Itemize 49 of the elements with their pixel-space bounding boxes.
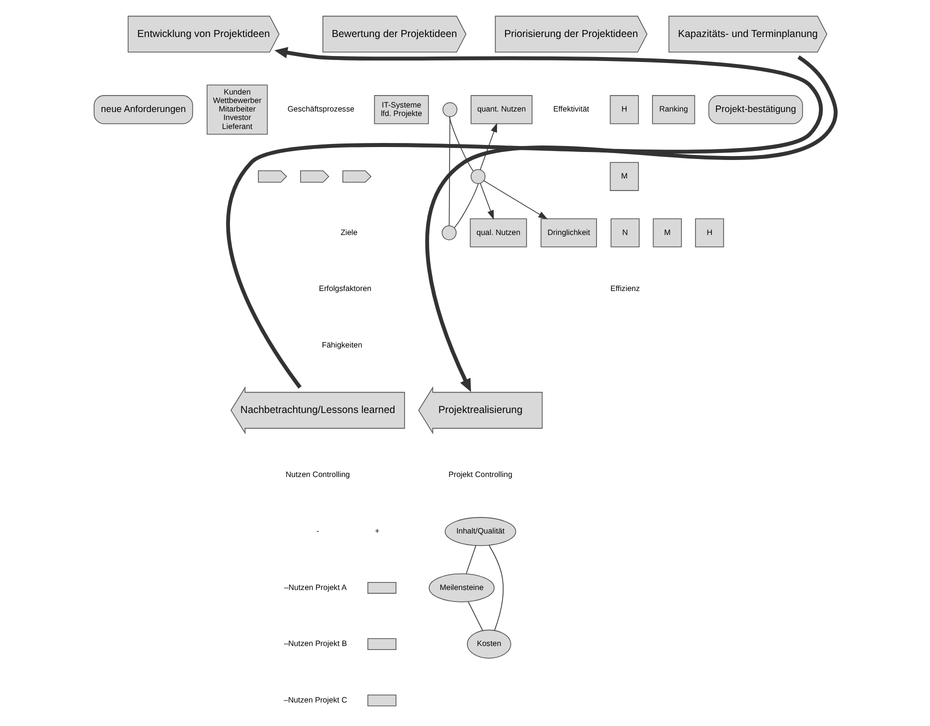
connector: [468, 601, 484, 631]
node-box: Dringlichkeit: [540, 218, 597, 248]
node-box: H: [695, 218, 724, 248]
label: –Nutzen Projekt C: [284, 695, 348, 704]
label: Effektivität: [553, 104, 590, 114]
label: –Nutzen Projekt A: [284, 582, 347, 592]
node-box: quant. Nutzen: [470, 95, 532, 124]
node-box: N: [610, 218, 640, 248]
node-box: Ranking: [652, 95, 696, 124]
node-circle: [442, 225, 457, 240]
node-ellipse: Inhalt/Qualität: [444, 517, 516, 546]
node-box: Projekt-bestätigung: [708, 95, 803, 124]
node-arrow: [342, 170, 372, 183]
label: Effizienz: [610, 284, 640, 294]
node-ellipse: Meilensteine: [428, 573, 495, 602]
connector: [448, 116, 474, 172]
label: Fähigkeiten: [322, 340, 362, 350]
node-arrow: [258, 170, 288, 183]
node-box: M: [652, 218, 682, 248]
label: Nutzen Controlling: [286, 470, 350, 480]
label: Projekt Controlling: [448, 470, 512, 480]
connector: [448, 116, 450, 226]
node-circle: [442, 102, 458, 118]
node-box: Kunden Wettbewerber Mitarbeiter Investor Lieferant: [206, 84, 268, 135]
label: -: [316, 526, 320, 536]
node-box: qual. Nutzen: [470, 218, 527, 248]
node-bar: [367, 582, 396, 594]
label: +: [374, 526, 380, 536]
node-box: IT-Systeme lfd. Projekte: [374, 95, 429, 124]
label: Erfolgsfaktoren: [318, 284, 372, 294]
node-box: neue Anforderungen: [94, 95, 194, 124]
arrow: [226, 46, 823, 389]
arrow: [480, 182, 494, 220]
node-ellipse: Kosten: [466, 630, 512, 659]
arrow: [483, 180, 548, 220]
connector: [466, 545, 476, 574]
arrow: [425, 55, 838, 392]
connector: [488, 545, 504, 631]
node-arrow: [300, 170, 330, 183]
node-bar: [367, 638, 396, 650]
label: Ziele: [340, 228, 358, 237]
label: –Nutzen Projekt B: [284, 639, 347, 648]
arrow: [480, 122, 498, 170]
node-box: H: [610, 95, 639, 124]
node-circle: [470, 169, 486, 184]
label: Geschäftsprozesse: [287, 104, 354, 114]
node-box: M: [610, 162, 639, 191]
node-bar: [367, 694, 396, 706]
connector: [454, 183, 479, 228]
